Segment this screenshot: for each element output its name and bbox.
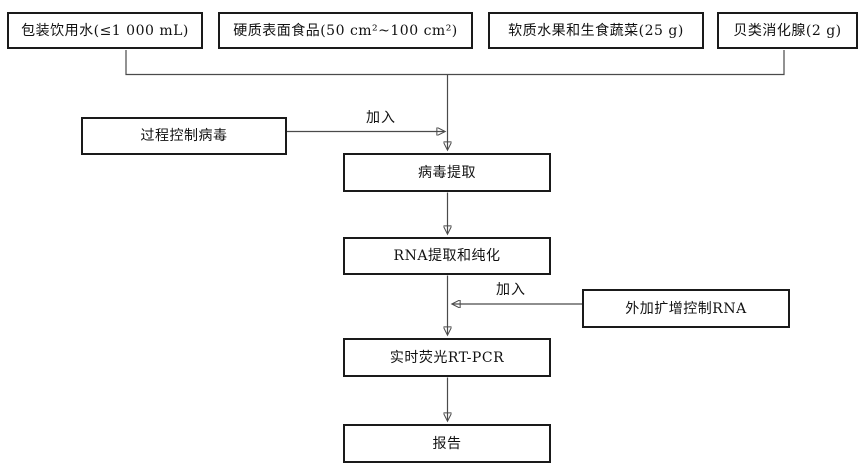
- realtime-rt-pcr-box: 实时荧光RT-PCR: [343, 338, 551, 377]
- sample-box-packaged-water: 包装饮用水(≤1 000 mL): [7, 12, 203, 49]
- add-label-left: 加入: [366, 110, 396, 126]
- sample-box-shellfish-digestive-gland: 贝类消化腺(2 g): [717, 12, 858, 49]
- amplification-control-rna-box: 外加扩增控制RNA: [582, 289, 790, 328]
- sample-box-hard-surface-food: 硬质表面食品(50 cm²~100 cm²): [218, 12, 473, 49]
- sample-box-soft-fruit-vegetable: 软质水果和生食蔬菜(25 g): [488, 12, 704, 49]
- process-control-virus-box: 过程控制病毒: [81, 117, 287, 155]
- report-box: 报告: [343, 424, 551, 463]
- add-label-right: 加入: [496, 282, 526, 298]
- virus-extraction-box: 病毒提取: [343, 153, 551, 192]
- connector-sample-bus: [125, 50, 785, 76]
- rna-extraction-purification-box: RNA提取和纯化: [343, 237, 551, 275]
